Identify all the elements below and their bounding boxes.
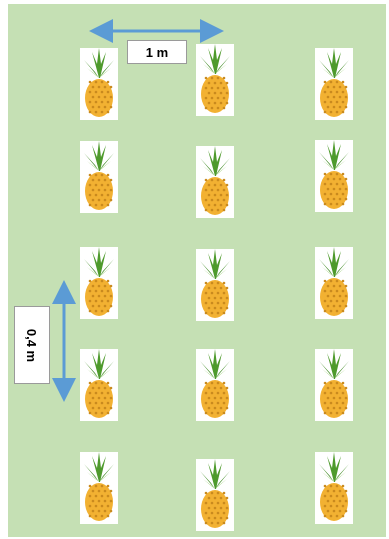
row-spacing-label: 1 m (127, 40, 187, 64)
pineapple-icon (196, 146, 234, 218)
pineapple-icon (196, 459, 234, 531)
pineapple-icon (80, 141, 118, 213)
plant-spacing-label: 0,4 m (14, 306, 50, 384)
pineapple-icon (196, 44, 234, 116)
pineapple-icon (315, 48, 353, 120)
pineapple-icon (196, 249, 234, 321)
pineapple-icon (315, 140, 353, 212)
pineapple-icon (80, 48, 118, 120)
pineapple-icon (315, 452, 353, 524)
pineapple-icon (80, 247, 118, 319)
pineapple-icon (315, 247, 353, 319)
pineapple-icon (80, 349, 118, 421)
pineapple-icon (196, 349, 234, 421)
pineapple-icon (315, 349, 353, 421)
pineapple-icon (80, 452, 118, 524)
